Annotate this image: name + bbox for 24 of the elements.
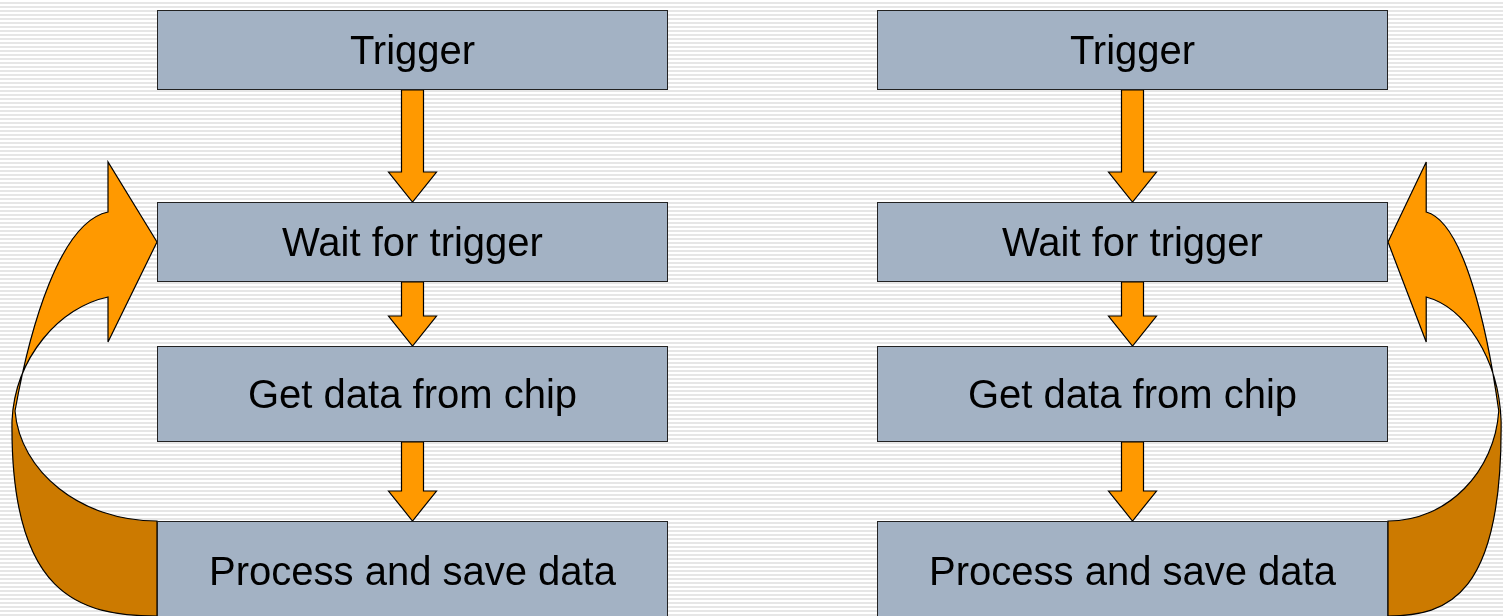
block-arrow xyxy=(1107,441,1158,522)
process-box xyxy=(157,10,668,90)
box-label: Get data from chip xyxy=(967,371,1297,417)
box-label: Trigger xyxy=(349,27,476,73)
block-arrow xyxy=(1107,89,1158,203)
process-box xyxy=(877,346,1388,442)
curved-arrow xyxy=(1387,161,1502,616)
block-arrow xyxy=(1107,281,1158,347)
box-label: Process and save data xyxy=(929,548,1336,594)
box-label: Wait for trigger xyxy=(1002,219,1263,265)
process-box xyxy=(157,521,668,616)
block-arrow xyxy=(387,281,438,347)
box-label: Get data from chip xyxy=(247,371,577,417)
block-arrow xyxy=(387,441,438,522)
process-box xyxy=(877,521,1388,616)
block-arrow xyxy=(387,89,438,203)
process-box xyxy=(157,346,668,442)
process-box xyxy=(877,10,1388,90)
box-label: Wait for trigger xyxy=(282,219,543,265)
curved-arrow xyxy=(11,161,158,616)
process-box xyxy=(877,202,1388,282)
box-label: Trigger xyxy=(1069,27,1196,73)
box-label: Process and save data xyxy=(209,548,616,594)
process-box xyxy=(157,202,668,282)
